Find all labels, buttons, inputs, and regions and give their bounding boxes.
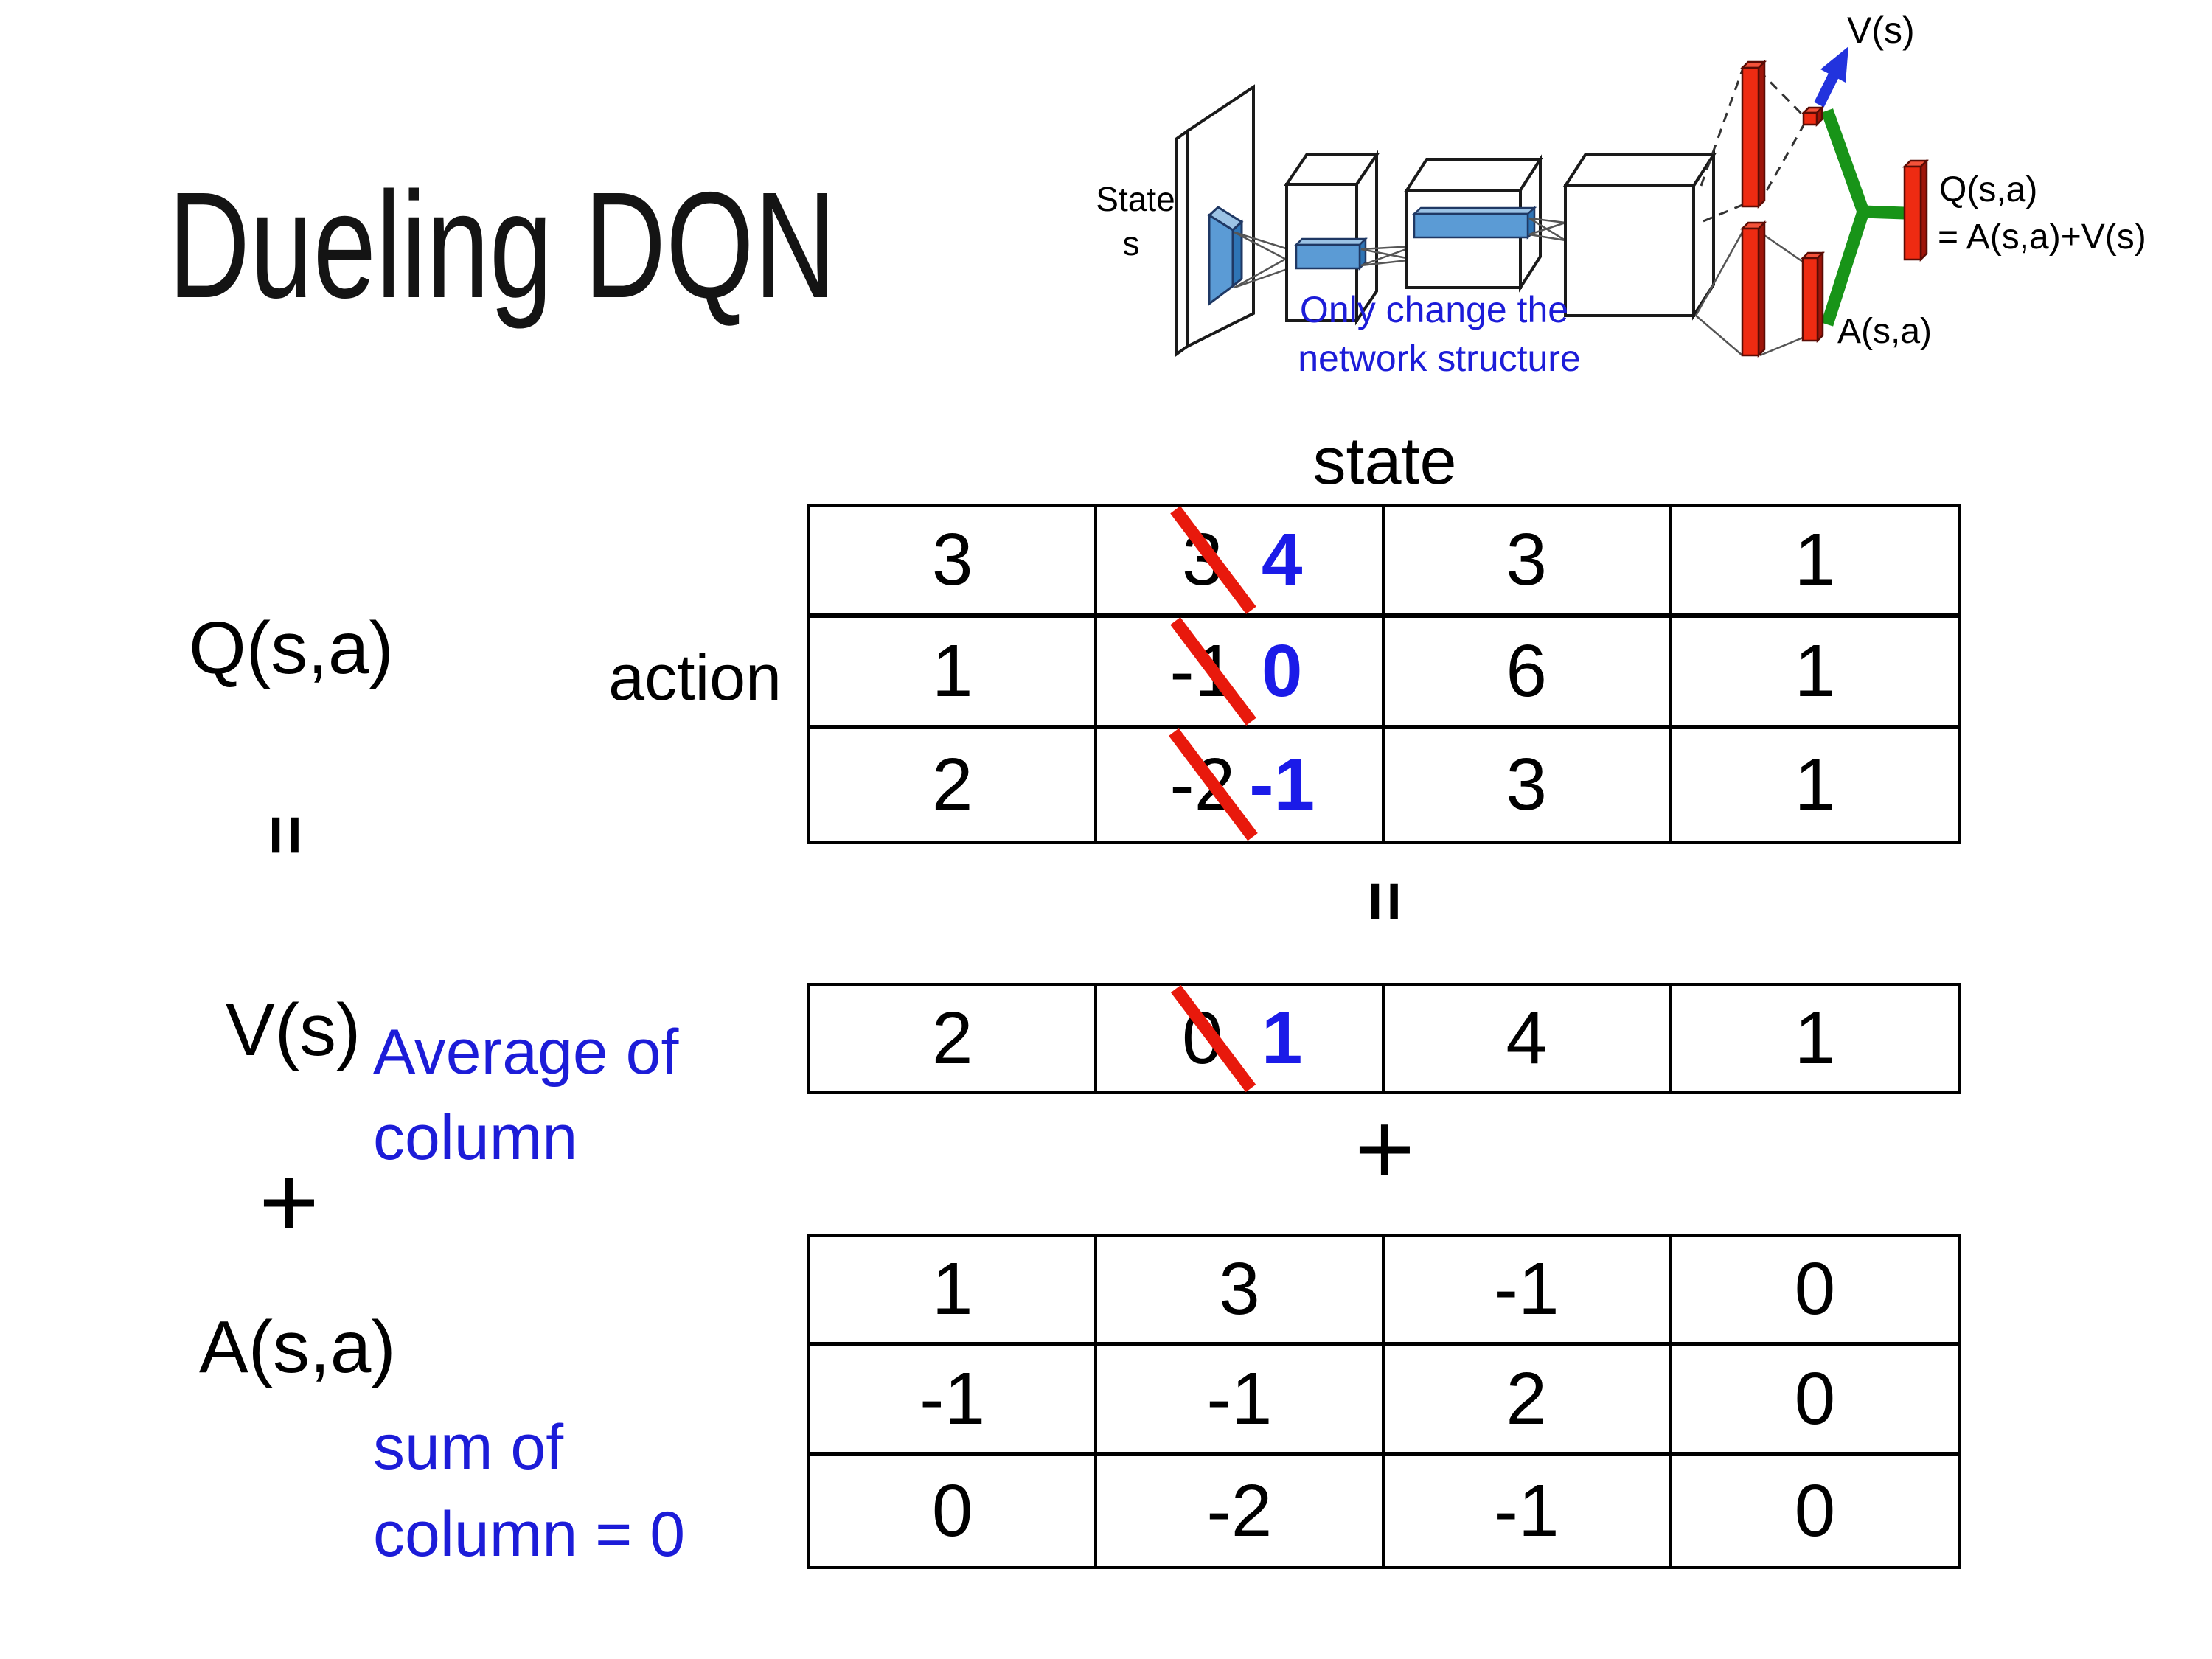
table-cell: 1 xyxy=(1671,618,1958,729)
table-cell: 3 xyxy=(1384,729,1672,841)
v-table: 2 0 1 4 1 xyxy=(807,983,1961,1094)
table-cell: 4 xyxy=(1384,986,1672,1091)
aggregation-join xyxy=(1820,108,1905,327)
new-value: 1 xyxy=(1261,997,1303,1079)
table-cell: 0 xyxy=(1671,1346,1958,1456)
table-cell: -1 xyxy=(1384,1237,1672,1346)
table-cell: 0 xyxy=(1671,1237,1958,1346)
plus-sign-middle: + xyxy=(1354,1091,1415,1206)
table-cell: 2 xyxy=(1384,1346,1672,1456)
diagram-a-label: A(s,a) xyxy=(1837,312,1932,351)
table-cell-corrected: 3 4 xyxy=(1097,506,1385,618)
diagram-state-label-line1: State xyxy=(1096,180,1175,218)
value-arrow-icon xyxy=(1814,46,1848,108)
table-cell: -1 xyxy=(1384,1456,1672,1566)
table-cell: 3 xyxy=(810,507,1098,618)
old-value: -1 xyxy=(1169,630,1236,712)
table-cell: 1 xyxy=(1671,729,1958,841)
state-feature-wedge xyxy=(1207,206,1244,306)
v-matrix-label: V(s) xyxy=(226,989,361,1071)
table-cell: 1 xyxy=(810,618,1098,729)
table-cell-corrected: -2 -1 xyxy=(1097,728,1385,841)
table-cell-corrected: -1 0 xyxy=(1097,617,1385,729)
value-stream-dashed-lines xyxy=(1700,69,1805,223)
fc-box xyxy=(1562,150,1717,321)
average-note-line1: Average of xyxy=(373,1017,679,1088)
action-axis-label: action xyxy=(608,641,782,714)
table-cell: 0 xyxy=(1671,1456,1958,1566)
new-value: 4 xyxy=(1261,518,1303,601)
network-diagram: State s V(s) Q(s,a) = A(s,a)+V(s) A(s,a)… xyxy=(1096,10,2146,379)
conv-box-2 xyxy=(1404,154,1543,293)
table-cell: 2 xyxy=(810,729,1098,841)
table-cell: 3 xyxy=(1097,1237,1385,1346)
table-cell: -1 xyxy=(1097,1346,1385,1456)
diagram-note-line1: Only change the xyxy=(1300,289,1568,330)
diagram-q-label-line1: Q(s,a) xyxy=(1939,170,2037,209)
sum-note-line2: column = 0 xyxy=(373,1499,686,1570)
table-cell: -2 xyxy=(1097,1456,1385,1566)
page-title: Dueling DQN xyxy=(168,161,836,330)
q-output-bar xyxy=(1902,158,1930,262)
new-value: 0 xyxy=(1261,630,1303,712)
equals-sign-left: = xyxy=(246,814,325,856)
a-table: 1 3 -1 0 -1 -1 2 0 0 -2 -1 0 xyxy=(807,1234,1961,1569)
feature-bar-1 xyxy=(1293,236,1368,271)
table-cell: 3 xyxy=(1384,507,1672,618)
table-cell: -1 xyxy=(810,1346,1098,1456)
feature-bar-2 xyxy=(1411,206,1537,240)
advantage-node-bar xyxy=(1800,250,1826,344)
table-cell: 1 xyxy=(810,1237,1098,1346)
diagram-q-label-line2: = A(s,a)+V(s) xyxy=(1938,218,2146,257)
table-cell: 2 xyxy=(810,986,1098,1091)
diagram-vs-label: V(s) xyxy=(1847,10,1915,51)
value-node xyxy=(1801,105,1825,128)
new-value: -1 xyxy=(1249,743,1315,826)
old-value: -2 xyxy=(1169,743,1236,826)
value-hidden-bar xyxy=(1739,59,1767,209)
advantage-hidden-bar xyxy=(1739,220,1767,358)
sum-note-line1: sum of xyxy=(373,1412,564,1483)
table-cell: 1 xyxy=(1671,507,1958,618)
equals-sign-middle: = xyxy=(1346,880,1425,922)
a-matrix-label: A(s,a) xyxy=(199,1306,396,1388)
plus-sign-left: + xyxy=(259,1144,319,1259)
table-cell: 6 xyxy=(1384,618,1672,729)
table-cell: 0 xyxy=(810,1456,1098,1566)
q-matrix-label: Q(s,a) xyxy=(189,607,394,689)
connection-lines-3 xyxy=(1528,217,1566,242)
table-cell: 1 xyxy=(1671,986,1958,1091)
diagram-state-label-line2: s xyxy=(1123,224,1140,262)
state-axis-label: state xyxy=(1312,425,1457,498)
advantage-stream-lines xyxy=(1694,231,1804,357)
diagram-note-line2: network structure xyxy=(1298,338,1580,379)
average-note-line2: column xyxy=(373,1102,578,1173)
table-cell-corrected: 0 1 xyxy=(1097,985,1385,1093)
q-table: 3 3 4 3 1 1 -1 0 6 1 2 -2 -1 3 1 xyxy=(807,504,1961,844)
